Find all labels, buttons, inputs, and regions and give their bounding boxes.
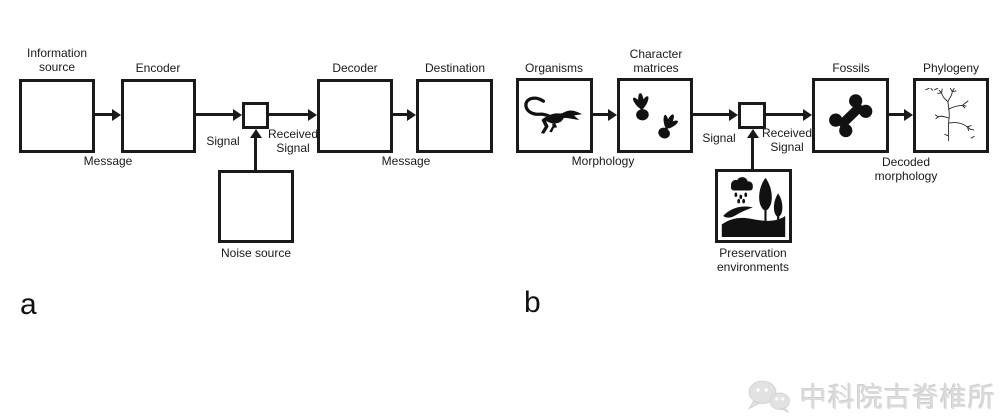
channel-box-b [738,102,766,129]
noise-source-box [218,170,294,243]
morphology-label: Morphology [571,154,635,168]
fossils-box [812,78,889,153]
rain-and-trees-landscape-icon [721,177,786,237]
wechat-logo-icon [747,380,790,413]
preservation-environments-box [715,169,792,243]
arrow-organisms-to-character [593,108,617,121]
arrow-character-to-channel [693,108,738,121]
dinosaur-icon [524,96,582,134]
decoded-morphology-label: Decoded morphology [874,155,938,183]
information-source-label: Information source [26,46,88,74]
arrow-channel-to-fossils [766,108,812,121]
signal-label-b: Signal [702,131,736,145]
arrow-noise-to-channel [249,129,262,170]
preservation-environments-label: Preservation environments [716,246,790,274]
noise-source-label: Noise source [220,246,292,260]
arrow-information-to-encoder [95,108,121,121]
arrow-fossils-to-phylogeny [889,108,913,121]
phylogeny-label: Phylogeny [922,61,980,75]
message-left-label: Message [83,154,133,168]
arrow-preservation-to-channel [746,129,759,169]
arrow-channel-to-decoder [269,108,317,121]
destination-label: Destination [424,61,486,75]
encoder-box [121,79,196,153]
bone-icon [829,94,873,138]
received-signal-label-b: Received Signal [761,126,813,154]
decoder-box [317,79,393,153]
arrow-decoder-to-destination [393,108,416,121]
received-signal-label-a: Received Signal [267,127,319,155]
panel-b-letter: b [524,286,541,319]
watermark: 中科院古脊椎所 [746,376,996,415]
phylogeny-box [913,78,989,153]
fossils-label: Fossils [832,61,870,75]
character-matrices-box [617,78,693,153]
encoder-label: Encoder [135,61,181,75]
watermark-text: 中科院古脊椎所 [800,383,996,413]
panel-a-letter: a [20,288,37,321]
dinosaur-footprints-icon [632,93,678,139]
destination-box [416,79,493,153]
organisms-box [516,78,593,153]
organisms-label: Organisms [524,61,584,75]
channel-box-a [242,102,269,129]
arrow-encoder-to-channel [196,108,242,121]
phylogeny-tree-sketch-icon [925,87,975,142]
decoder-label: Decoder [332,61,378,75]
information-source-box [19,79,95,153]
character-matrices-label: Character matrices [629,47,683,75]
signal-label-a: Signal [206,134,240,148]
message-right-label: Message [381,154,431,168]
